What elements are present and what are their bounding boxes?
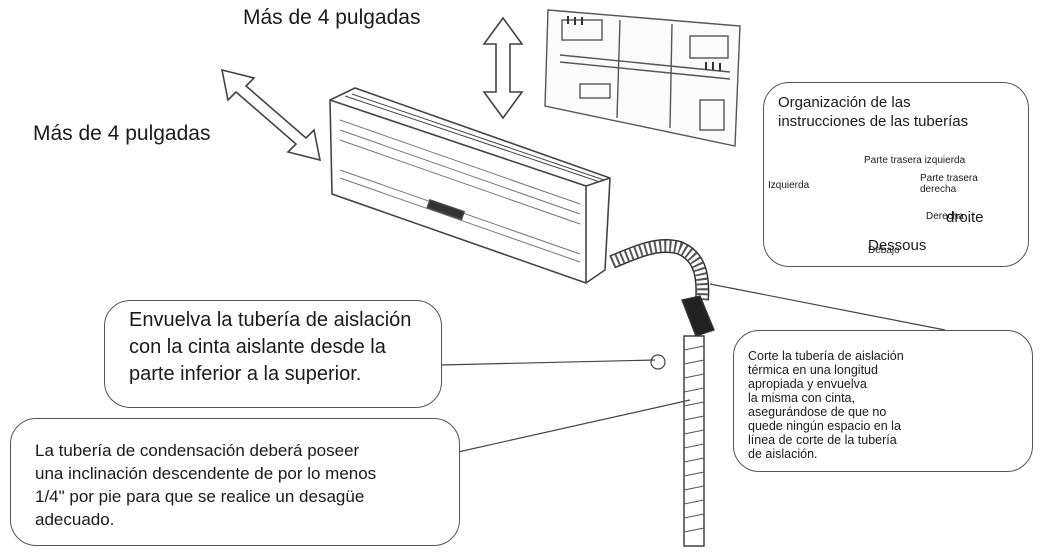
cut-note-line: asegurándose de que no bbox=[748, 405, 887, 419]
cut-note-line: línea de corte de la tubería bbox=[748, 433, 897, 447]
cut-note-line: la misma con cinta, bbox=[748, 391, 855, 405]
label-overlay-bottom: Dessous bbox=[868, 237, 927, 254]
label-rear-left: Parte trasera izquierda bbox=[864, 155, 966, 166]
mounting-plate bbox=[544, 9, 741, 147]
label-bottom: Debajo bbox=[868, 245, 900, 256]
pipe-direction-title-line: instrucciones de las tuberías bbox=[778, 113, 969, 130]
wrap-insulation-note: Envuelva la tubería de aislación con la … bbox=[104, 300, 442, 408]
label-rear-right-line: derecha bbox=[920, 184, 957, 195]
label-overlay-right: droite bbox=[946, 209, 984, 226]
pipe-direction-title-line: Organización de las bbox=[778, 94, 911, 111]
drain-note-line: adecuado. bbox=[35, 510, 115, 529]
cut-note-line: térmica en una longitud bbox=[748, 363, 878, 377]
corrugated-pipe bbox=[609, 238, 715, 547]
drain-slope-note: La tubería de condensación deberá poseer… bbox=[10, 418, 460, 546]
indoor-unit bbox=[329, 87, 611, 284]
drain-note-line: 1/4" por pie para que se realice un desa… bbox=[35, 487, 365, 506]
cut-note-line: apropiada y envuelva bbox=[748, 377, 867, 391]
cut-note-line: quede ningún espacio en la bbox=[748, 419, 901, 433]
cut-note-line: de aislación. bbox=[748, 447, 818, 461]
clearance-top-label: Más de 4 pulgadas bbox=[243, 6, 421, 29]
label-left: Izquierda bbox=[768, 180, 810, 191]
pipe-direction-box: Organización de las instrucciones de las… bbox=[763, 82, 1029, 267]
side-clearance-arrow bbox=[220, 68, 322, 162]
label-right: Derecha bbox=[926, 211, 964, 222]
drain-note-line: una inclinación descendente de por lo me… bbox=[35, 464, 377, 483]
cut-insulation-note: Corte la tubería de aislación térmica en… bbox=[733, 330, 1033, 472]
label-rear-right-line: Parte trasera bbox=[920, 173, 978, 184]
wrap-note-line: Envuelva la tubería de aislación bbox=[129, 309, 412, 331]
clearance-side-label: Más de 4 pulgadas bbox=[33, 122, 211, 145]
wrap-note-line: parte inferior a la superior. bbox=[129, 363, 362, 385]
pipe-direction-title: Organización de las instrucciones de las… bbox=[778, 93, 968, 131]
vertical-clearance-arrow bbox=[482, 16, 524, 120]
drain-note-line: La tubería de condensación deberá poseer bbox=[35, 441, 360, 460]
leader-lines bbox=[439, 283, 946, 453]
cut-note-line: Corte la tubería de aislación bbox=[748, 349, 904, 363]
label-rear-right: Parte trasera derecha bbox=[920, 173, 978, 195]
wrap-note-line: con la cinta aislante desde la bbox=[129, 336, 386, 358]
